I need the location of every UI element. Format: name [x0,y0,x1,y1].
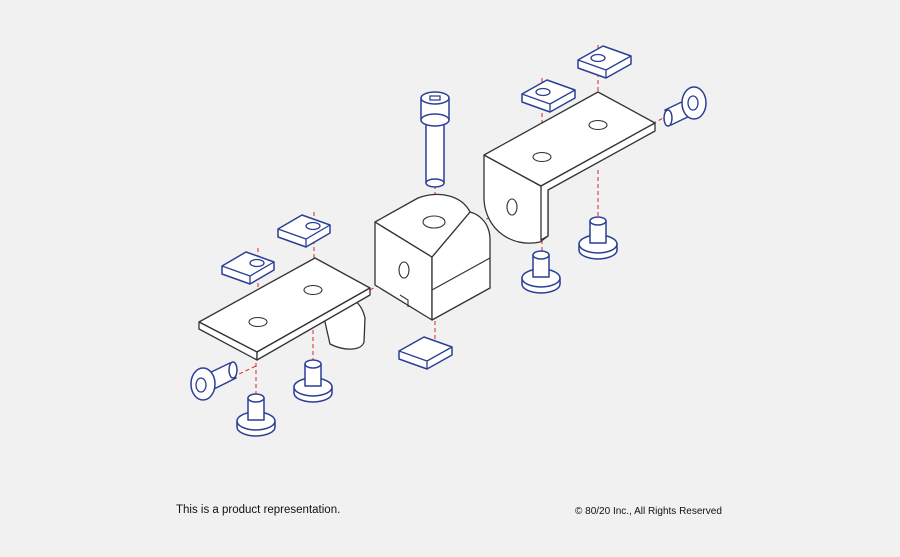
copyright-notice: © 80/20 Inc., All Rights Reserved [575,506,722,517]
flange-button-screw [293,359,333,403]
center-pivot-block [374,193,491,321]
button-head-screw [663,86,707,127]
t-nut [521,79,576,113]
t-nut [398,336,453,370]
t-nut [277,214,331,248]
mounting-hole [303,284,323,296]
left-bracket [198,257,371,361]
product-disclaimer: This is a product representation. [176,504,341,516]
button-head-screw [190,361,238,401]
right-bracket [483,91,656,244]
mounting-hole [532,151,552,163]
flange-button-screw [521,250,561,294]
pivot-hole [506,198,518,216]
socket-head-cap-screw [420,91,450,188]
pivot-hole [398,261,410,279]
t-nut [577,45,632,79]
mounting-hole [248,316,268,328]
mounting-hole [588,119,608,131]
flange-button-screw [236,393,276,437]
bolt-hole [422,215,446,229]
t-nut [221,251,275,285]
flange-button-screw [578,216,618,260]
